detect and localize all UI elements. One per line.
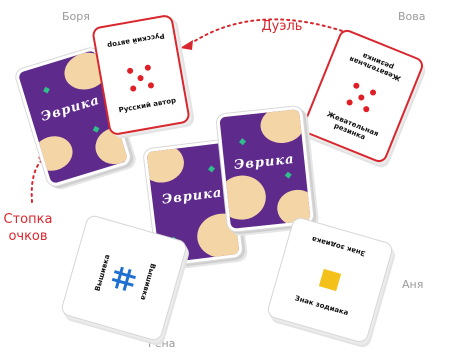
card-back-logo: Эврика: [156, 185, 229, 209]
score-pile-label-line1: Стопка: [0, 211, 56, 228]
card-anya[interactable]: Знак зодиака Знак зодиака: [266, 216, 395, 345]
score-pile-label: Стопка очков: [0, 211, 56, 245]
card-vova-upper-text: Жевательная резинка: [346, 46, 408, 83]
sparkle-icon: [239, 138, 246, 145]
card-anya-lower-text: Знак зодиака: [292, 294, 352, 318]
blue-hash-icon: [110, 265, 137, 292]
card-vova[interactable]: Жевательная резинка Жевательная резинка: [300, 27, 425, 165]
sparkle-icon: [285, 172, 292, 179]
card-gena-upper-text: Вышивка: [137, 255, 160, 309]
duel-label: Дуэль: [252, 18, 312, 35]
red-dots-icon: [127, 64, 155, 92]
score-pile-label-line2: очков: [0, 228, 56, 245]
card-gena-lower-text: Вышивка: [91, 246, 114, 300]
player-label-anya: Аня: [402, 278, 423, 291]
card-borya[interactable]: Русский автор Русский автор: [91, 14, 191, 137]
cloud-decoration: [259, 106, 307, 145]
player-label-vova: Вова: [398, 10, 426, 23]
player-label-borya: Боря: [62, 10, 90, 23]
card-back-logo: Эврика: [34, 91, 107, 126]
yellow-square-icon: [319, 269, 341, 291]
card-back-logo: Эврика: [228, 151, 301, 173]
card-borya-upper-text: Русский автор: [106, 31, 166, 49]
cloud-decoration: [29, 131, 77, 175]
card-vova-lower-text: Жевательная резинка: [320, 109, 382, 146]
red-dots-icon: [346, 82, 377, 113]
duel-arrow-head-left: [180, 40, 193, 50]
cloud-decoration: [143, 142, 186, 185]
center-card-back-2[interactable]: Эврика: [216, 106, 314, 232]
sparkle-icon: [43, 87, 50, 94]
sparkle-icon: [93, 126, 100, 133]
card-anya-upper-text: Знак зодиака: [309, 234, 369, 258]
sparkle-icon: [208, 165, 215, 172]
score-pile-arrow: [32, 160, 42, 202]
card-borya-lower-text: Русский автор: [117, 96, 177, 114]
